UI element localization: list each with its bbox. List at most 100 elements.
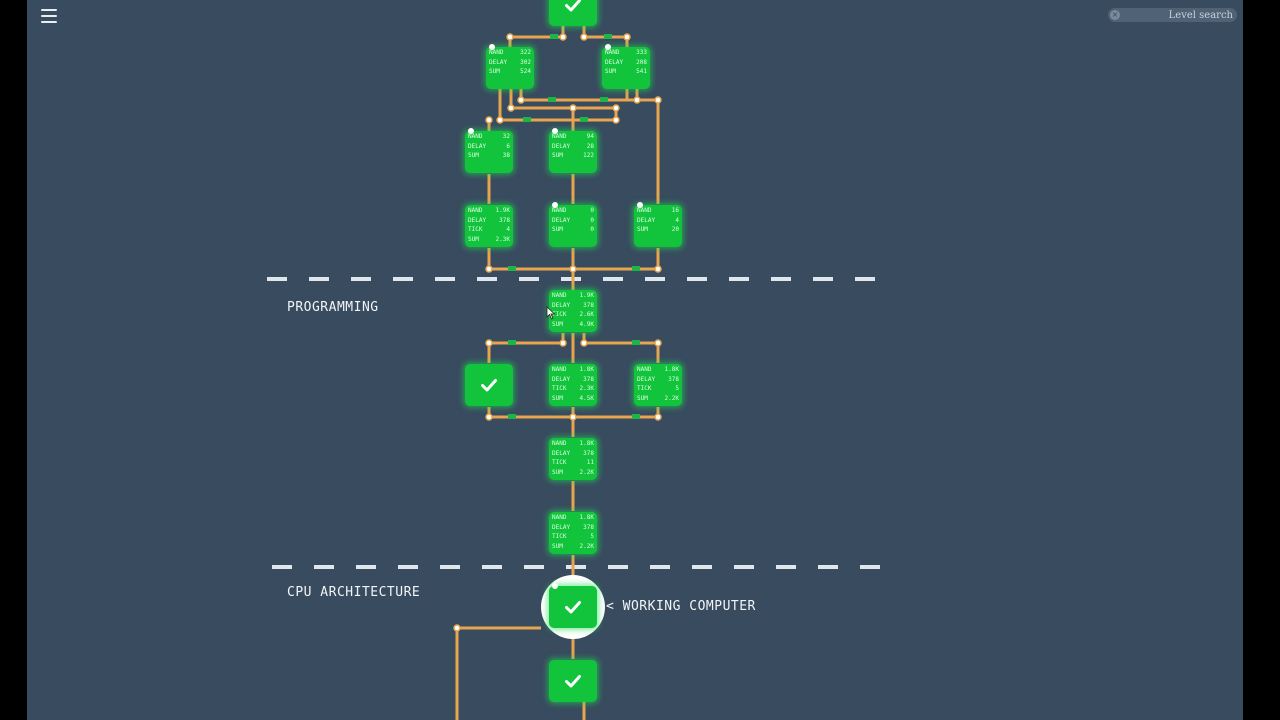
stat-key: SUM [552,468,563,476]
stat-key: NAND [468,133,483,140]
stat-key: DELAY [552,375,571,383]
stat-key: TICK [552,311,567,319]
stat-key: SUM [552,320,563,328]
stat-value: 2.3K [579,385,594,393]
node-stat-row: NAND 16 [637,206,679,216]
stat-value: 4 [675,216,679,224]
stat-key: DELAY [637,216,656,224]
hamburger-menu-icon[interactable] [41,9,57,23]
node-indicator-dot [552,128,558,134]
level-node-n-top[interactable] [549,0,597,26]
stat-key: SUM [552,152,563,160]
stat-value: 16 [671,207,679,214]
stat-value: 2.2K [579,542,594,550]
node-stat-row: SUM 4.9K [552,320,594,330]
current-level-label: < WORKING COMPUTER [606,599,756,614]
stat-key: DELAY [605,58,624,66]
stat-value: 28 [586,142,594,150]
stat-value: 208 [636,58,647,66]
node-stat-row: TICK 2.6K [552,310,594,320]
level-node-n-h1[interactable] [549,583,597,628]
stat-key: DELAY [552,301,571,309]
stat-key: SUM [552,394,563,402]
stat-key: TICK [552,385,567,393]
stat-key: DELAY [489,58,508,66]
node-indicator-dot [468,128,474,134]
node-stat-row: TICK 2.3K [552,384,594,394]
wire-markers [508,34,640,419]
node-indicator-dot [489,44,495,50]
section-label-cpu-architecture: CPU ARCHITECTURE [287,585,421,600]
stat-key: DELAY [468,142,487,150]
node-stat-row: NAND 1.9K [468,206,510,216]
wire-joints [453,33,662,632]
stat-value: 2.2K [579,468,594,476]
stat-key: SUM [468,152,479,160]
level-map-canvas[interactable] [27,0,1243,720]
stat-value: 4 [506,226,510,234]
stat-key: SUM [552,542,563,550]
node-stat-row: SUM 2.2K [552,468,594,478]
node-stat-row: DELAY 4 [637,216,679,226]
node-stat-row: NAND 322 [489,48,531,58]
checkmark-icon [565,0,581,12]
stat-key: DELAY [637,375,656,383]
section-label-programming: PROGRAMMING [287,300,379,315]
stat-value: 2.6K [579,311,594,319]
level-node-n-i1[interactable] [549,660,597,702]
level-search-input[interactable] [1125,8,1233,22]
stat-value: 2.3K [495,235,510,243]
stat-value: 2.2K [664,394,679,402]
stat-value: 378 [583,301,594,309]
node-indicator-dot [552,202,558,208]
stat-key: NAND [637,207,652,214]
x-circle-icon[interactable]: × [1110,10,1120,20]
stat-value: 524 [520,68,531,76]
stat-value: 4.9K [579,320,594,328]
node-stat-row: DELAY 208 [605,58,647,68]
mouse-cursor-icon [546,306,556,320]
stat-value: 322 [520,49,531,56]
level-node-n-e1[interactable] [465,364,513,406]
stat-key: NAND [468,207,483,214]
stat-key: NAND [552,366,567,373]
stat-value: 0 [590,207,594,214]
stat-value: 0 [590,226,594,234]
stat-value: 378 [499,216,510,224]
checkmark-icon [481,379,497,392]
checkmark-icon [565,675,581,688]
stat-key: TICK [552,533,567,541]
stat-value: 1.9K [579,292,594,299]
level-search[interactable]: × [1108,8,1237,22]
stat-value: 541 [636,68,647,76]
stat-value: 1.9K [495,207,510,214]
checkmark-icon [565,601,581,614]
stat-key: NAND [489,49,504,56]
stat-key: SUM [489,68,500,76]
stat-key: NAND [552,133,567,140]
stat-value: 5 [675,385,679,393]
stat-value: 5 [590,533,594,541]
